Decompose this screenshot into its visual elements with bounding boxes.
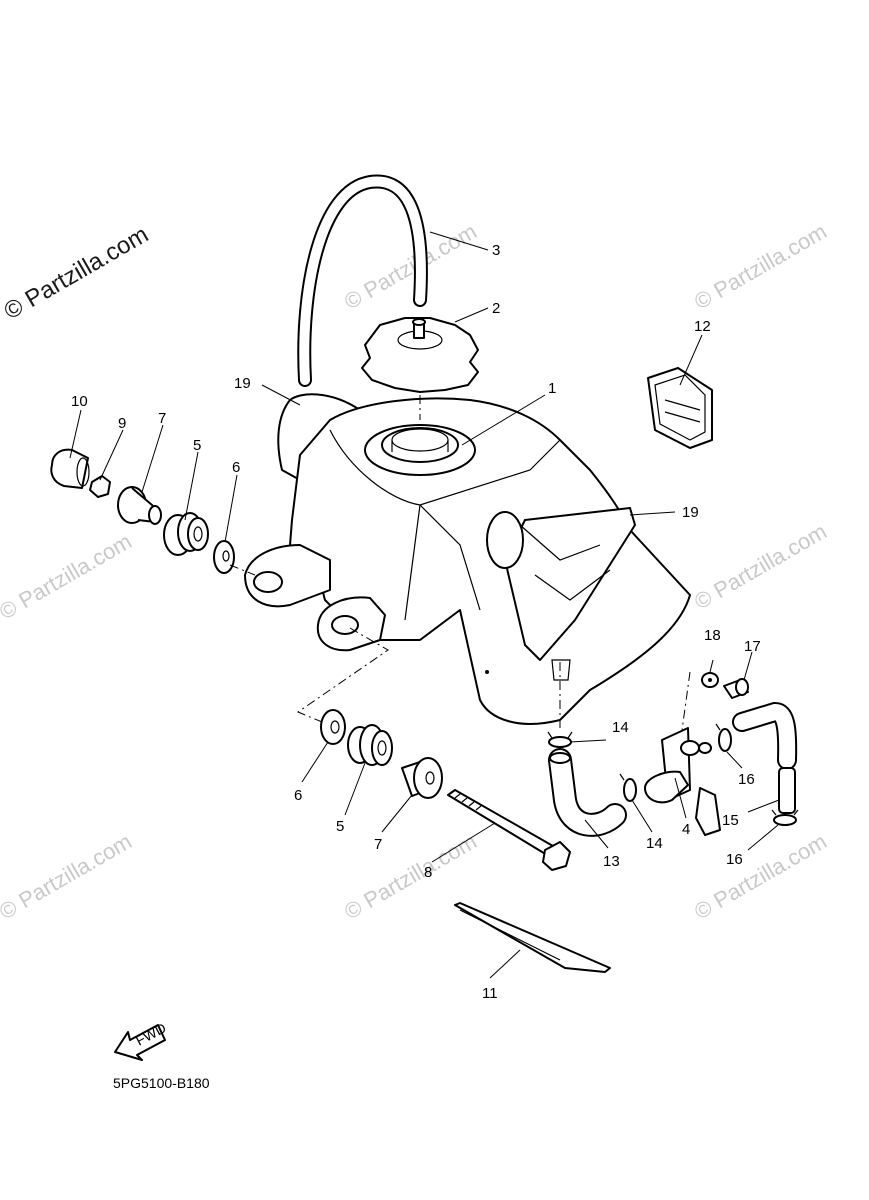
callout-7-upper: 7: [158, 410, 166, 427]
watermark: © Partzilla.com: [0, 529, 136, 625]
callout-3: 3: [492, 242, 500, 259]
callout-6-upper: 6: [232, 459, 240, 476]
screw-17: [723, 678, 749, 699]
watermark-corner: © Partzilla.com: [0, 221, 153, 325]
callout-7-lower: 7: [374, 836, 382, 853]
watermark: © Partzilla.com: [690, 519, 831, 615]
grommet-5-upper: [163, 512, 209, 556]
cap-10: [50, 448, 90, 489]
watermark: © Partzilla.com: [690, 219, 831, 315]
callout-1: 1: [548, 380, 556, 397]
callout-11: 11: [482, 985, 498, 1002]
watermark: © Partzilla.com: [690, 829, 831, 925]
damper-pad: [647, 367, 713, 449]
callout-19-right: 19: [682, 504, 699, 521]
callout-19-left: 19: [234, 375, 251, 392]
callout-17: 17: [744, 638, 761, 655]
watermark: © Partzilla.com: [0, 829, 136, 925]
damper-strip-11: [454, 902, 611, 973]
washer-6-upper: [213, 540, 235, 574]
fuel-hose-13: [548, 748, 627, 837]
grommet-5-lower: [347, 724, 393, 766]
fuel-tank: [244, 393, 691, 725]
callout-5-lower: 5: [336, 818, 344, 835]
callout-2: 2: [492, 300, 500, 317]
callout-labels: 3 2 1 19 19 12 10 9 7 5 6 6 5 7 8 11 14 …: [71, 242, 761, 1002]
fuel-cock: [644, 727, 721, 836]
hose-clip-14-lower: [619, 773, 637, 802]
collar-7-lower: [401, 757, 443, 799]
callout-13: 13: [603, 853, 620, 870]
fuel-hose-15: [732, 701, 798, 814]
diagram-code: 5PG5100-B180: [113, 1075, 210, 1091]
callout-16-upper: 16: [738, 771, 755, 788]
tank-outlet: [551, 659, 571, 681]
callout-14-lower: 14: [646, 835, 663, 852]
hose-clip-16-upper: [715, 723, 732, 752]
callout-5-upper: 5: [193, 437, 201, 454]
callout-16-lower: 16: [726, 851, 743, 868]
callout-9: 9: [118, 415, 126, 432]
leader-lines: [69, 231, 780, 979]
callout-12: 12: [694, 318, 711, 335]
hose-clip-14-upper: [547, 731, 573, 748]
callout-15: 15: [722, 812, 739, 829]
collar-7-upper: [117, 486, 162, 525]
breather-hose: [297, 174, 428, 387]
washer-6-lower: [320, 709, 346, 745]
callout-18: 18: [704, 627, 721, 644]
callout-6-lower: 6: [294, 787, 302, 804]
fuel-cap: [361, 317, 479, 393]
callout-8: 8: [424, 864, 432, 881]
callout-4: 4: [682, 821, 690, 838]
washer-18: [701, 672, 719, 688]
watermark: © Partzilla.com: [340, 219, 481, 315]
callout-10: 10: [71, 393, 88, 410]
bolt-8: [447, 789, 571, 871]
fwd-arrow-icon: FWD: [114, 1020, 169, 1061]
callout-14-upper: 14: [612, 719, 629, 736]
watermark: © Partzilla.com: [340, 829, 481, 925]
hose-clip-16-lower: [771, 809, 799, 826]
